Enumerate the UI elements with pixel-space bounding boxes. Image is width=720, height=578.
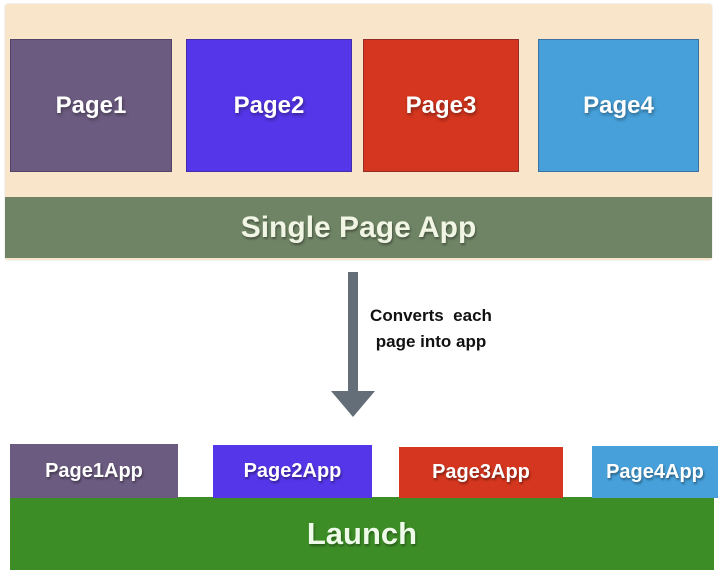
page3app-label: Page3App (432, 461, 530, 483)
page3app-box: Page3App (399, 447, 563, 498)
launch-bar: Launch (10, 497, 714, 570)
transition-caption-line1: Converts each (370, 306, 492, 325)
page2app-box: Page2App (213, 445, 372, 498)
page1app-box: Page1App (10, 444, 178, 498)
page1-box: Page1 (10, 39, 172, 172)
single-page-app-bar: Single Page App (5, 197, 712, 258)
page3-label: Page3 (405, 91, 477, 119)
page2-box: Page2 (186, 39, 352, 172)
page4-box: Page4 (538, 39, 699, 172)
down-arrow-shaft (348, 272, 358, 393)
page4-label: Page4 (583, 91, 654, 119)
page4app-box: Page4App (592, 446, 718, 498)
page2app-label: Page2App (243, 460, 342, 482)
down-arrow-icon (331, 391, 375, 417)
single-page-app-label: Single Page App (240, 210, 477, 244)
page3-box: Page3 (363, 39, 519, 172)
transition-caption-line2: page into app (375, 331, 487, 351)
page2-label: Page2 (233, 91, 305, 119)
spa-container: Page1 Page2 Page3 Page4 Single Page App (5, 4, 712, 260)
page4app-label: Page4App (606, 460, 704, 483)
page1app-label: Page1App (45, 459, 143, 482)
page1-label: Page1 (55, 91, 127, 119)
transition-caption: Converts each page into app (352, 303, 510, 354)
launch-label: Launch (306, 515, 418, 551)
